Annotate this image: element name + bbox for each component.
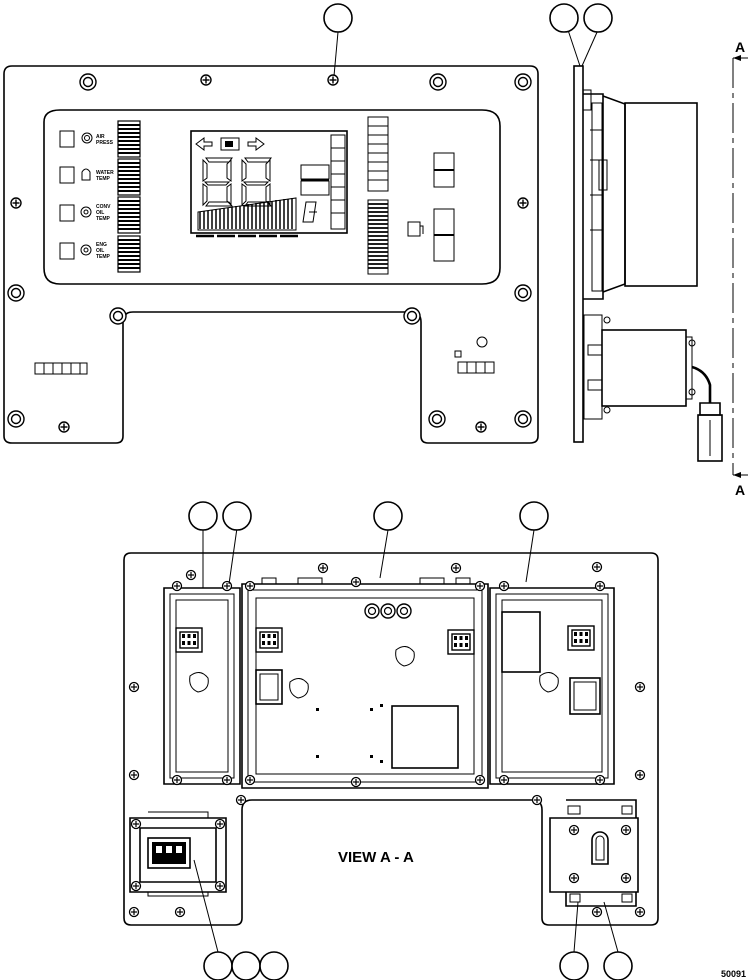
callout-5 [222,501,252,531]
view-label: VIEW A - A [338,849,414,866]
callout-2 [549,3,579,33]
gauge-conv-oil-temp: CONV OIL TEMP [59,196,141,234]
callout-6 [373,501,403,531]
callout-3 [583,3,613,33]
lower-right-box [549,799,639,907]
gauge-water-temp: WATER TEMP [59,158,141,196]
gauge-label-conv-3: TEMP [96,216,111,222]
center-lcd [190,130,348,238]
left-module [163,580,241,786]
gauge-label-conv-1: CONV [96,204,111,210]
gauge-label-water-1: WATER [96,170,114,176]
rear-view: VIEW A - A [123,552,659,926]
callout-1 [323,3,353,33]
callout-8 [203,951,233,980]
figure-number: 50091 [721,969,746,979]
section-marker-top: A [735,39,745,55]
gauge-label-conv-2: OIL [96,210,104,216]
center-module [241,576,489,789]
right-module [489,580,615,786]
callouts [188,3,633,980]
callout-9 [231,951,261,980]
callout-4 [188,501,218,531]
section-marker-bottom: A [735,482,745,498]
right-gauges [367,116,455,275]
gauge-label-eng-1: ENG [96,242,107,248]
gauge-label-eng-3: TEMP [96,254,111,260]
callout-7 [519,501,549,531]
gauge-label-air-1: AIR [96,134,105,140]
gauge-label-air-2: PRESS [96,140,114,146]
gauge-air-press: AIR PRESS [59,120,141,158]
side-view: A A [573,39,748,498]
callout-12 [603,951,633,980]
gauge-eng-oil-temp: ENG OIL TEMP [59,235,141,273]
gauge-label-eng-2: OIL [96,248,104,254]
gauge-label-water-2: TEMP [96,176,111,182]
callout-11 [559,951,589,980]
front-view: AIR PRESS WATER TEMP CONV OIL TEMP ENG O… [3,65,539,444]
lower-left-box [129,811,227,897]
callout-10 [259,951,289,980]
